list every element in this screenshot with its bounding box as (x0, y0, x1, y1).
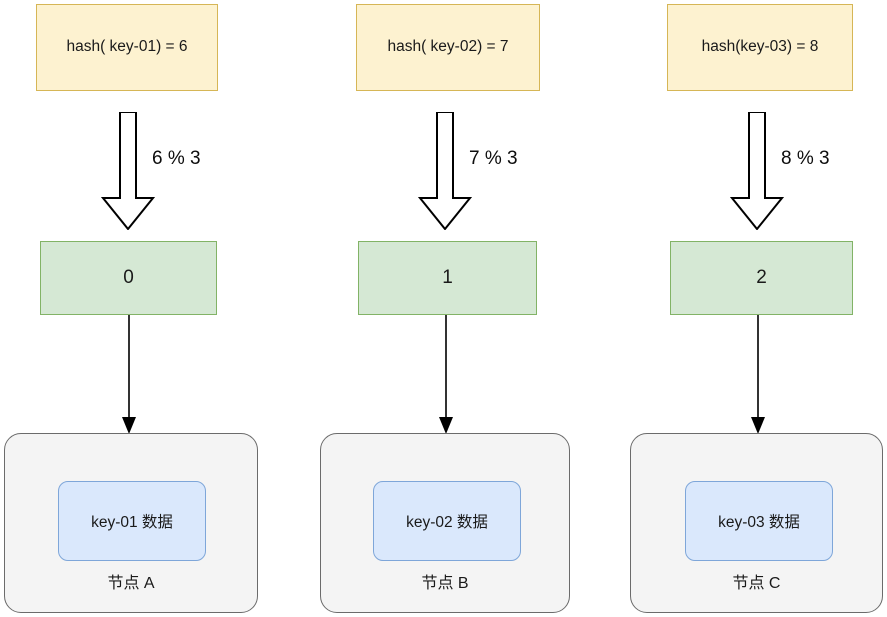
node-name-label-3: 节点 C (732, 575, 781, 592)
slot-value: 0 (123, 267, 134, 288)
node-data-label: key-01 数据 (91, 514, 173, 531)
node-data-label: key-02 数据 (406, 514, 488, 531)
hash-expression-box-2: hash( key-02) = 7 (356, 4, 540, 91)
slot-box-1: 0 (40, 241, 217, 315)
key-column-3: hash(key-03) = 8 8 % 3 2 key-03 数据 节点 C (629, 0, 887, 617)
hash-expression-text: hash( key-02) = 7 (387, 38, 509, 56)
node-name-label-1: 节点 A (107, 575, 155, 592)
node-data-box-1: key-01 数据 (58, 481, 206, 561)
connector-arrow-3 (751, 315, 765, 434)
connector-arrow-2 (439, 315, 453, 434)
key-column-1: hash( key-01) = 6 6 % 3 0 key-01 数据 节点 A (0, 0, 296, 617)
modulo-label-3: 8 % 3 (781, 148, 830, 169)
hash-expression-box-1: hash( key-01) = 6 (36, 4, 218, 91)
hash-expression-text: hash(key-03) = 8 (701, 38, 819, 56)
node-container-2: key-02 数据 节点 B (320, 433, 570, 613)
node-container-3: key-03 数据 节点 C (630, 433, 883, 613)
node-data-box-2: key-02 数据 (373, 481, 521, 561)
key-column-2: hash( key-02) = 7 7 % 3 1 key-02 数据 节点 B (317, 0, 613, 617)
hash-expression-text: hash( key-01) = 6 (66, 38, 188, 56)
slot-box-2: 1 (358, 241, 537, 315)
slot-value: 2 (756, 267, 767, 288)
node-name-label-2: 节点 B (421, 575, 469, 592)
slot-box-3: 2 (670, 241, 853, 315)
node-data-box-3: key-03 数据 (685, 481, 833, 561)
slot-value: 1 (442, 267, 453, 288)
block-arrow-down-icon-3 (730, 112, 784, 230)
hash-expression-box-3: hash(key-03) = 8 (667, 4, 853, 91)
block-arrow-down-icon-2 (418, 112, 472, 230)
modulo-label-1: 6 % 3 (152, 148, 201, 169)
connector-arrow-1 (122, 315, 136, 434)
node-container-1: key-01 数据 节点 A (4, 433, 258, 613)
node-data-label: key-03 数据 (718, 514, 800, 531)
block-arrow-down-icon-1 (101, 112, 155, 230)
modulo-label-2: 7 % 3 (469, 148, 518, 169)
